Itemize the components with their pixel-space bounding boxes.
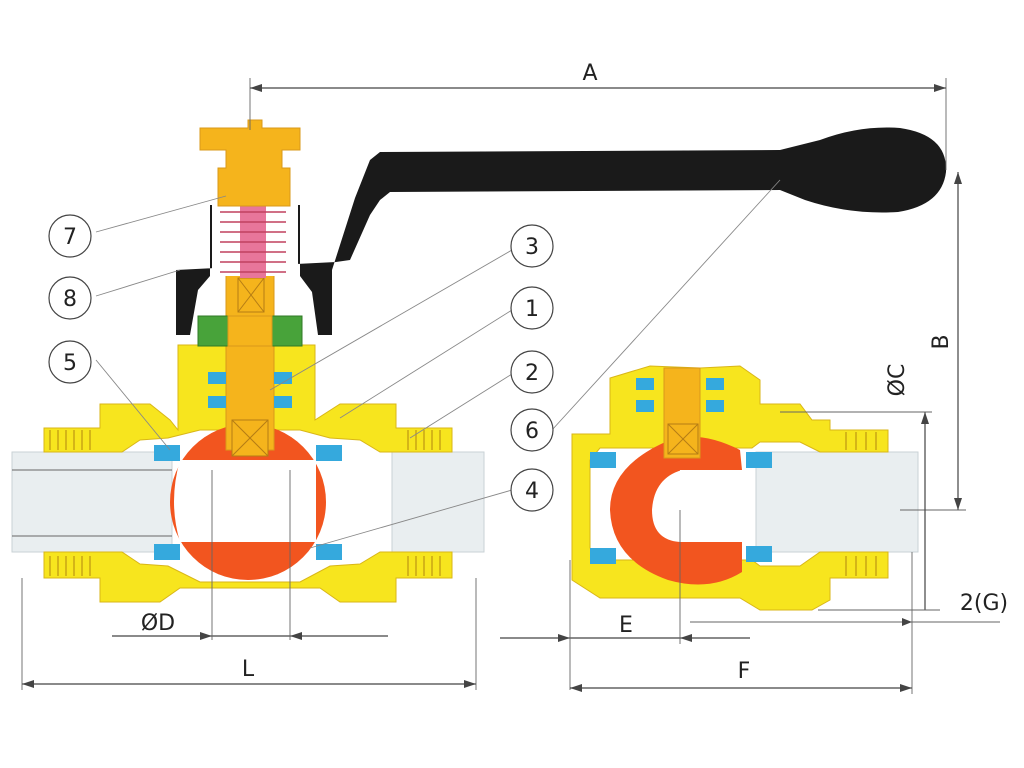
callout-label-1: 1 [525, 297, 539, 322]
seal-upper-left [154, 445, 180, 461]
handle [176, 127, 947, 335]
callout-8: 8 [48, 276, 92, 320]
callout-label-3: 3 [525, 235, 539, 260]
packing-left-2 [208, 396, 226, 408]
callout-leaders [95, 179, 781, 549]
dim-label-e: E [619, 613, 633, 638]
dim-label-l: L [242, 657, 255, 682]
dim-label-f: F [738, 659, 751, 684]
dim-label-c: ØC [885, 364, 910, 397]
seal-lower-left [154, 544, 180, 560]
side-seal-1 [590, 452, 616, 468]
ball-bore [180, 460, 316, 542]
side-ball [610, 436, 742, 585]
callout-7: 7 [48, 214, 92, 258]
side-seal-4 [746, 546, 772, 562]
side-seal-2 [590, 548, 616, 564]
front-section-view [11, 119, 947, 603]
seal-lower-right [316, 544, 342, 560]
callout-2: 2 [510, 350, 554, 394]
callout-6: 6 [510, 408, 554, 452]
callout-4: 4 [510, 468, 554, 512]
packing-right [274, 372, 292, 384]
callout-label-7: 7 [63, 225, 77, 250]
left-pipe [11, 451, 173, 553]
thread-marks [49, 430, 441, 576]
dim-label-g: 2(G) [960, 591, 1008, 616]
packing-left [208, 372, 226, 384]
dim-label-a: A [582, 61, 597, 86]
callout-label-6: 6 [525, 419, 539, 444]
body-lower [43, 551, 453, 603]
callout-1: 1 [510, 286, 554, 330]
callout-label-8: 8 [63, 287, 77, 312]
side-pipe [755, 451, 919, 553]
callout-5: 5 [48, 340, 92, 384]
callout-label-2: 2 [525, 361, 539, 386]
ball-bore-curve [174, 460, 180, 542]
seal-upper-right [316, 445, 342, 461]
callout-label-5: 5 [63, 351, 77, 376]
dim-label-d: ØD [141, 611, 175, 636]
callout-label-4: 4 [525, 479, 539, 504]
callout-3: 3 [510, 224, 554, 268]
dim-label-b: B [929, 334, 954, 349]
packing-right-2 [274, 396, 292, 408]
side-seal-3 [746, 452, 772, 468]
dimension-lines [21, 78, 1000, 694]
top-knob [199, 119, 301, 207]
side-section-view [571, 365, 919, 611]
